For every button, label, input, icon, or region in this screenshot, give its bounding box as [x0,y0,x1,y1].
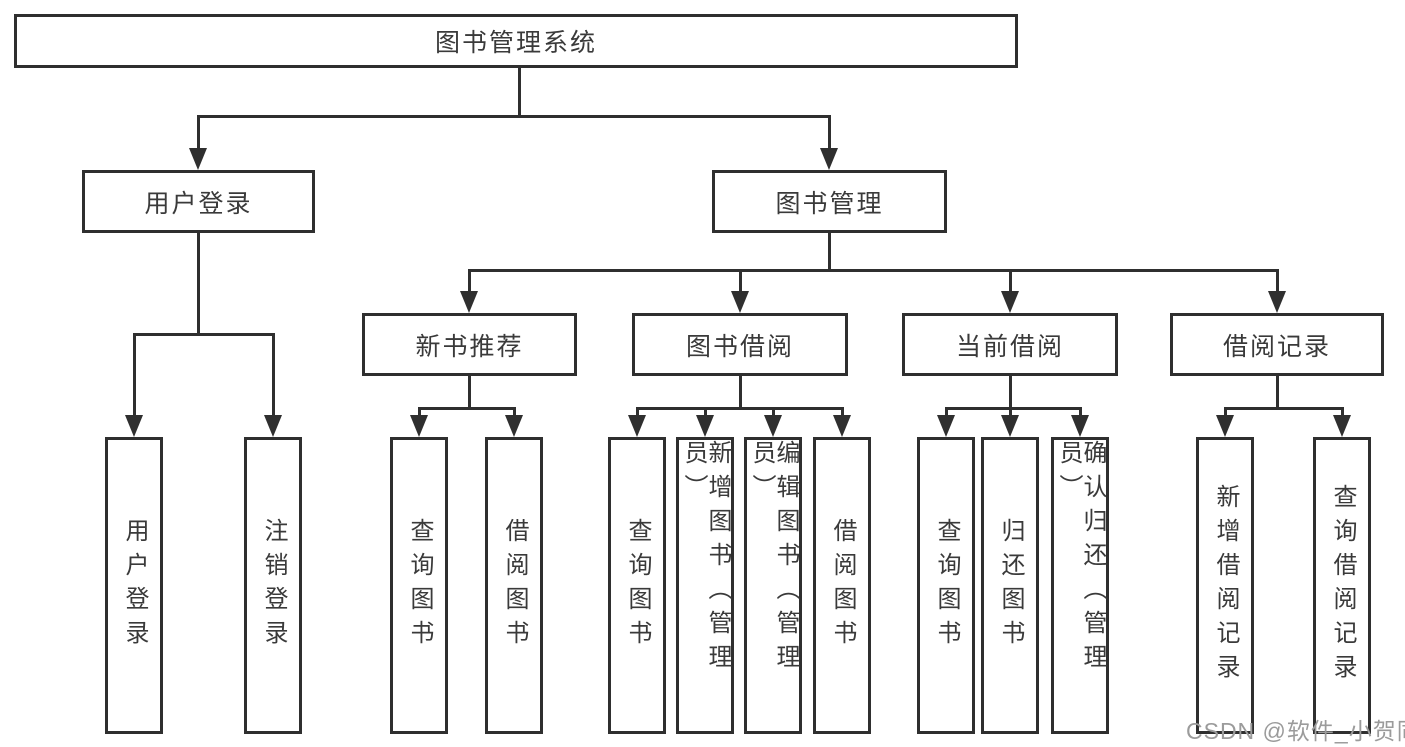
arrowhead-down-icon [460,291,478,313]
leaf-borrow-books: 借阅图书 [813,437,871,734]
arrowhead-down-icon [731,291,749,313]
connector [772,407,775,419]
leaf-edit-books-admin: 编辑图书（管理员） [744,437,802,734]
leaf-query-books-borrow: 查询图书 [608,437,666,734]
node-label: 图书管理 [775,189,884,218]
arrowhead-down-icon [189,148,207,170]
leaf-label: 编辑图书（管理员） [748,440,799,678]
connector [828,233,831,272]
connector [1009,407,1012,419]
connector [468,269,1279,272]
arrowhead-down-icon [264,415,282,437]
arrowhead-down-icon [764,415,782,437]
arrowhead-down-icon [410,415,428,437]
node-label: 新书推荐 [415,332,524,361]
leaf-add-borrow-record: 新增借阅记录 [1196,437,1254,734]
connector [828,115,831,150]
connector [945,407,1081,410]
connector [739,376,742,410]
watermark: CSDN @软件_小贺同学 [1186,718,1405,744]
connector [704,407,707,419]
connector [1224,407,1344,410]
connector [1079,407,1082,419]
leaf-label: 借阅图书 [829,517,856,654]
leaf-return-books: 归还图书 [981,437,1039,734]
node-label: 图书借阅 [685,332,794,361]
leaf-confirm-return-admin: 确认归还（管理员） [1051,437,1109,734]
leaf-label: 查询图书 [406,517,433,654]
node-new-book-recommendation: 新书推荐 [362,313,577,376]
arrowhead-down-icon [505,415,523,437]
leaf-label: 归还图书 [997,517,1024,654]
leaf-query-books-current: 查询图书 [917,437,975,734]
leaf-label: 查询借阅记录 [1329,483,1356,688]
connector [518,68,521,118]
node-book-management: 图书管理 [712,170,947,233]
arrowhead-down-icon [1001,291,1019,313]
connector [418,407,516,410]
node-label: 借阅记录 [1222,332,1331,361]
leaf-label: 新增图书（管理员） [680,440,731,678]
arrowhead-down-icon [1071,415,1089,437]
arrowhead-down-icon [1216,415,1234,437]
leaf-label: 查询图书 [933,517,960,654]
arrowhead-down-icon [696,415,714,437]
connector [945,407,948,419]
connector [468,269,471,294]
node-label: 图书管理系统 [434,29,597,57]
arrowhead-down-icon [1268,291,1286,313]
connector [197,115,831,118]
arrowhead-down-icon [820,148,838,170]
connector [1341,407,1344,419]
leaf-logout: 注销登录 [244,437,302,734]
node-current-borrowing: 当前借阅 [902,313,1118,376]
connector [1276,376,1279,410]
leaf-query-borrow-record: 查询借阅记录 [1313,437,1371,734]
connector [1276,269,1279,294]
leaf-user-login: 用户登录 [105,437,163,734]
arrowhead-down-icon [1333,415,1351,437]
node-label: 当前借阅 [955,332,1064,361]
connector [1224,407,1227,419]
connector [197,115,200,150]
leaf-label: 借阅图书 [501,517,528,654]
connector [418,407,421,419]
connector [468,376,471,410]
connector [636,407,844,410]
node-book-borrowing: 图书借阅 [632,313,848,376]
connector [272,333,275,417]
connector [133,333,275,336]
node-user-login: 用户登录 [82,170,315,233]
arrowhead-down-icon [628,415,646,437]
connector [739,269,742,294]
connector [513,407,516,419]
leaf-add-books-admin: 新增图书（管理员） [676,437,734,734]
connector [133,333,136,417]
node-borrowing-records: 借阅记录 [1170,313,1384,376]
arrowhead-down-icon [125,415,143,437]
arrowhead-down-icon [937,415,955,437]
arrowhead-down-icon [1001,415,1019,437]
leaf-label: 注销登录 [260,517,287,654]
connector [636,407,639,419]
connector [841,407,844,419]
leaf-label: 查询图书 [624,517,651,654]
node-library-management-system: 图书管理系统 [14,14,1018,68]
connector [1009,269,1012,294]
leaf-label: 用户登录 [121,517,148,654]
connector [1009,376,1012,410]
leaf-query-books-recommend: 查询图书 [390,437,448,734]
connector [197,233,200,336]
leaf-borrow-books-recommend: 借阅图书 [485,437,543,734]
node-label: 用户登录 [144,189,253,218]
leaf-label: 确认归还（管理员） [1055,440,1106,678]
arrowhead-down-icon [833,415,851,437]
leaf-label: 新增借阅记录 [1212,483,1239,688]
